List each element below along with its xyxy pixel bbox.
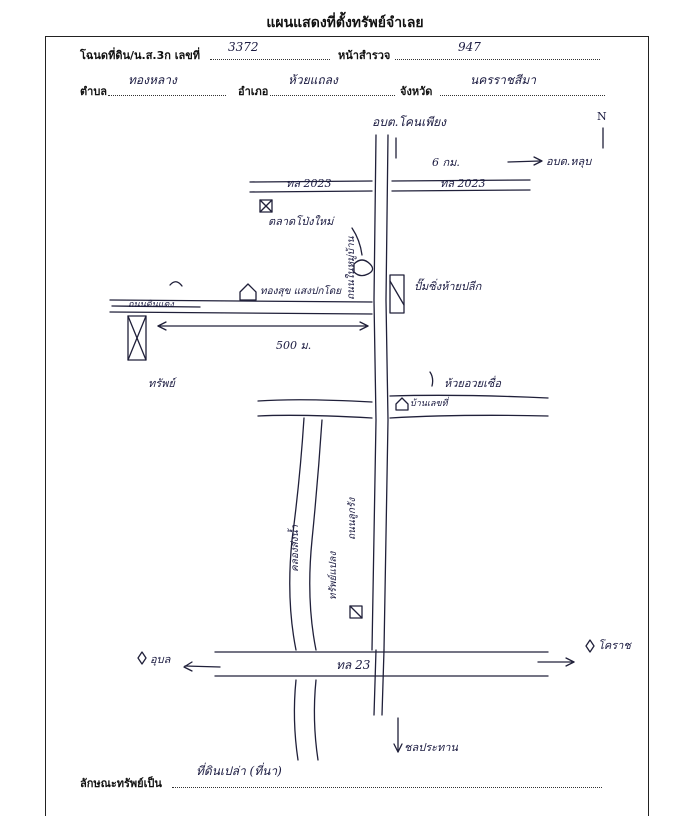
- right-city-icon: [585, 639, 595, 653]
- property-dots: [172, 787, 602, 788]
- arrow-east: [507, 160, 541, 163]
- plot-rect: [127, 315, 147, 361]
- house-icon: [239, 283, 257, 301]
- temple-pointer: [351, 227, 363, 256]
- village-road-label: ถนนในหมู่บ้าน: [346, 236, 357, 300]
- main-road: [371, 134, 389, 716]
- map-frame: [45, 36, 649, 816]
- left-city-label: อุบล: [150, 653, 171, 666]
- marker-square: [259, 199, 273, 213]
- property-label: ลักษณะทรัพย์เป็น: [80, 777, 162, 790]
- temple-label: ตลาดโป่งใหม่: [268, 215, 334, 228]
- province-label: จังหวัด: [400, 85, 433, 98]
- road-2023: [249, 179, 531, 193]
- canal: [289, 417, 323, 761]
- temple-icon: [353, 259, 374, 277]
- plot-label: ทรัพย์: [148, 377, 175, 390]
- right-city-label: โคราช: [598, 639, 631, 652]
- subdistrict-dots: [108, 95, 226, 96]
- field-label: ทรัพย์แปลง: [328, 551, 339, 600]
- distance-500: 500 ม.: [276, 339, 312, 352]
- deed-label: โฉนดที่ดิน/น.ส.3ก เลขที่: [80, 49, 201, 62]
- north-label: N: [597, 110, 607, 123]
- survey-page-value: 947: [458, 40, 481, 54]
- survey-page-label: หน้าสำรวจ: [338, 49, 391, 62]
- house-label-2: ปั๊มซิ่งห้ายปลีก: [414, 280, 482, 293]
- page-title: แผนแสดงที่ตั้งทรัพย์จำเลย: [266, 15, 424, 31]
- subdistrict-value: ทองหลาง: [128, 73, 177, 87]
- arrow-west: [184, 665, 221, 668]
- right-arrow-label: อบต.หลุบ: [546, 155, 592, 168]
- village-road: [257, 394, 549, 419]
- top-road-label: อบต.โคนเพียง: [372, 115, 447, 129]
- road-right-code: ทล 2023: [440, 177, 486, 190]
- district-value: ห้วยแถลง: [288, 73, 338, 87]
- district-dots: [270, 95, 395, 96]
- left-road-label: ถนนดินแดง: [128, 300, 174, 310]
- highway-23: [214, 651, 549, 677]
- district-label: อำเภอ: [238, 85, 269, 98]
- canal-label: คลองส่งน้ำ: [290, 524, 301, 572]
- hut-sub: บ้านเลขที่: [410, 399, 448, 409]
- distance-label: 6 กม.: [432, 156, 460, 169]
- highway-label: ทล 23: [336, 658, 371, 672]
- left-city-icon: [137, 651, 147, 665]
- hut-label: ห้วยอวยเซื่อ: [444, 377, 501, 390]
- road-vertical-label: ถนนลูกรัง: [347, 497, 358, 540]
- hut-icon: [395, 397, 409, 411]
- survey-dots: [395, 59, 600, 60]
- field-marker: [349, 605, 363, 619]
- shop-box: [389, 274, 405, 314]
- road-left-code: ทล 2023: [286, 177, 332, 190]
- deed-dots: [210, 59, 330, 60]
- province-dots: [440, 95, 605, 96]
- property-value: ที่ดินเปล่า (ที่นา): [196, 764, 282, 778]
- province-value: นครราชสีมา: [470, 73, 536, 87]
- house-label-1: ทองสุข แสงปกโดย: [260, 286, 342, 297]
- subdistrict-label: ตำบล: [80, 85, 108, 98]
- deed-value: 3372: [228, 40, 259, 54]
- left-road: [109, 299, 373, 315]
- bottom-label: ชลประทาน: [404, 741, 458, 754]
